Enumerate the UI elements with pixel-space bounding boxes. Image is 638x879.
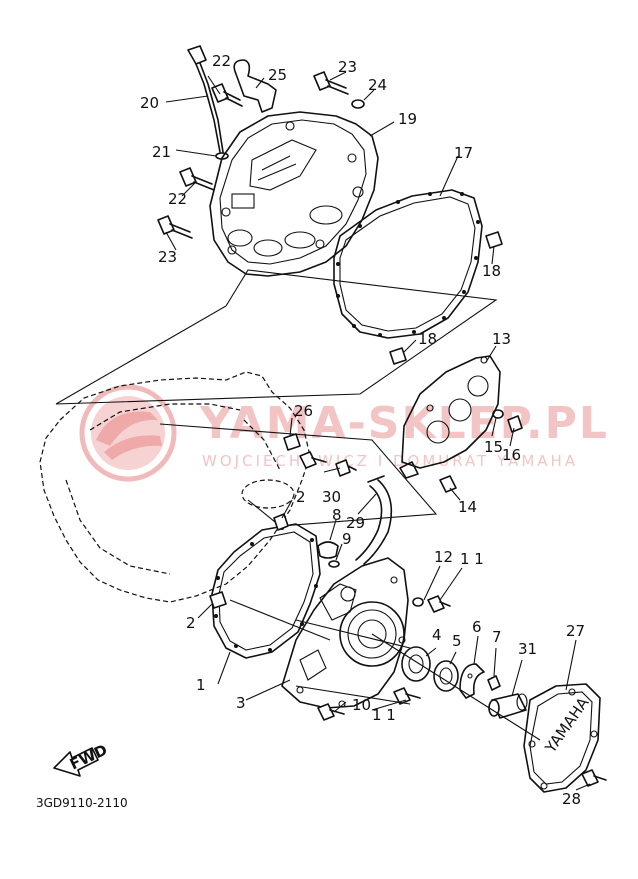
- bolt-30: [335, 459, 357, 477]
- dowel-pin-18-lower: [389, 347, 407, 365]
- crankcase-cover-3: [281, 557, 409, 709]
- callout-14: 14: [458, 498, 477, 516]
- bolt-11-upper: [412, 595, 451, 613]
- callout-3: 3: [236, 694, 246, 712]
- callout-23-top: 23: [338, 58, 357, 76]
- cover-logo-text: YAMAHA: [541, 693, 593, 756]
- washer-12: [412, 597, 424, 607]
- dipstick-20: [187, 45, 224, 153]
- callout-6: 6: [472, 618, 482, 636]
- cover-13: [399, 355, 501, 479]
- callout-18-low: 18: [418, 330, 437, 348]
- callout-10: 10: [352, 696, 371, 714]
- watermark: YAMA-SKLEP.PL WOJCIECHOWICZ I DOMURAT YA…: [79, 384, 607, 482]
- callout-9: 9: [342, 530, 352, 548]
- screw-7: [487, 675, 501, 691]
- watermark-subtitle: WOJCIECHOWICZ I DOMURAT YAMAHA: [202, 452, 578, 470]
- assembly-plane-upper: [55, 269, 498, 405]
- bushing-31: [488, 693, 528, 719]
- oil-seal-5: [433, 660, 459, 692]
- callout-15: 15: [484, 438, 503, 456]
- callout-22-mid: 22: [168, 190, 187, 208]
- callout-11-top: 1 1: [460, 550, 484, 568]
- diagram-code: 3GD9110-2110: [36, 796, 128, 810]
- bolt-16: [507, 415, 523, 433]
- callout-27: 27: [566, 622, 585, 640]
- callout-21: 21: [152, 143, 171, 161]
- o-ring-9: [328, 560, 340, 568]
- plug-8: [317, 541, 339, 559]
- fwd-arrow-icon: FWD: [53, 741, 110, 777]
- gasket-17: [333, 189, 483, 339]
- callout-2-top: 2: [296, 488, 306, 506]
- callout-23-low: 23: [158, 248, 177, 266]
- dowel-pin-2-upper: [273, 513, 289, 531]
- callout-16: 16: [502, 446, 521, 464]
- watermark-logo-icon: [79, 384, 177, 482]
- dowel-pin-2-lower: [209, 591, 227, 609]
- callout-labels: 20 21 22 22 25 23 23 24 19 17 18 18 13 2…: [140, 52, 585, 808]
- callout-29: 29: [346, 514, 365, 532]
- bolt-28: [581, 769, 607, 787]
- assembly-lines: [229, 599, 541, 741]
- callout-18-right: 18: [482, 262, 501, 280]
- washer-15: [492, 409, 504, 419]
- crankcase-cover-19: [209, 111, 379, 277]
- callout-17: 17: [454, 144, 473, 162]
- cable-guide-25: [233, 59, 277, 113]
- callout-26: 26: [294, 402, 313, 420]
- bolt-14: [439, 475, 457, 493]
- callout-2-low: 2: [186, 614, 196, 632]
- callout-19: 19: [398, 110, 417, 128]
- callout-22-top: 22: [212, 52, 231, 70]
- callout-7: 7: [492, 628, 502, 646]
- dowel-26: [283, 433, 327, 469]
- callout-8: 8: [332, 506, 342, 524]
- callout-12: 12: [434, 548, 453, 566]
- bolt-23-upper: [313, 71, 349, 95]
- callout-28: 28: [562, 790, 581, 808]
- assembly-plane-middle: [159, 423, 438, 527]
- dowel-pin-18-upper: [485, 231, 503, 249]
- callout-11-low: 1 1: [372, 706, 396, 724]
- callout-24: 24: [368, 76, 387, 94]
- callout-20: 20: [140, 94, 159, 112]
- callout-25: 25: [268, 66, 287, 84]
- washer-24: [351, 99, 365, 109]
- leader-lines: [165, 71, 591, 791]
- callout-5: 5: [452, 632, 462, 650]
- crankcase-outline: [39, 371, 311, 603]
- bolt-23-lower: [157, 215, 193, 239]
- bolt-10: [317, 703, 345, 721]
- callout-30: 30: [322, 488, 341, 506]
- bolt-22-top: [211, 83, 243, 107]
- callout-4: 4: [432, 626, 442, 644]
- plate-6: [459, 663, 485, 699]
- callout-13: 13: [492, 330, 511, 348]
- bearing-4: [401, 646, 431, 682]
- callout-31: 31: [518, 640, 537, 658]
- clamp-29: [355, 475, 393, 565]
- fwd-label: FWD: [67, 741, 110, 774]
- bolt-22-mid: [179, 167, 215, 191]
- callout-1: 1: [196, 676, 206, 694]
